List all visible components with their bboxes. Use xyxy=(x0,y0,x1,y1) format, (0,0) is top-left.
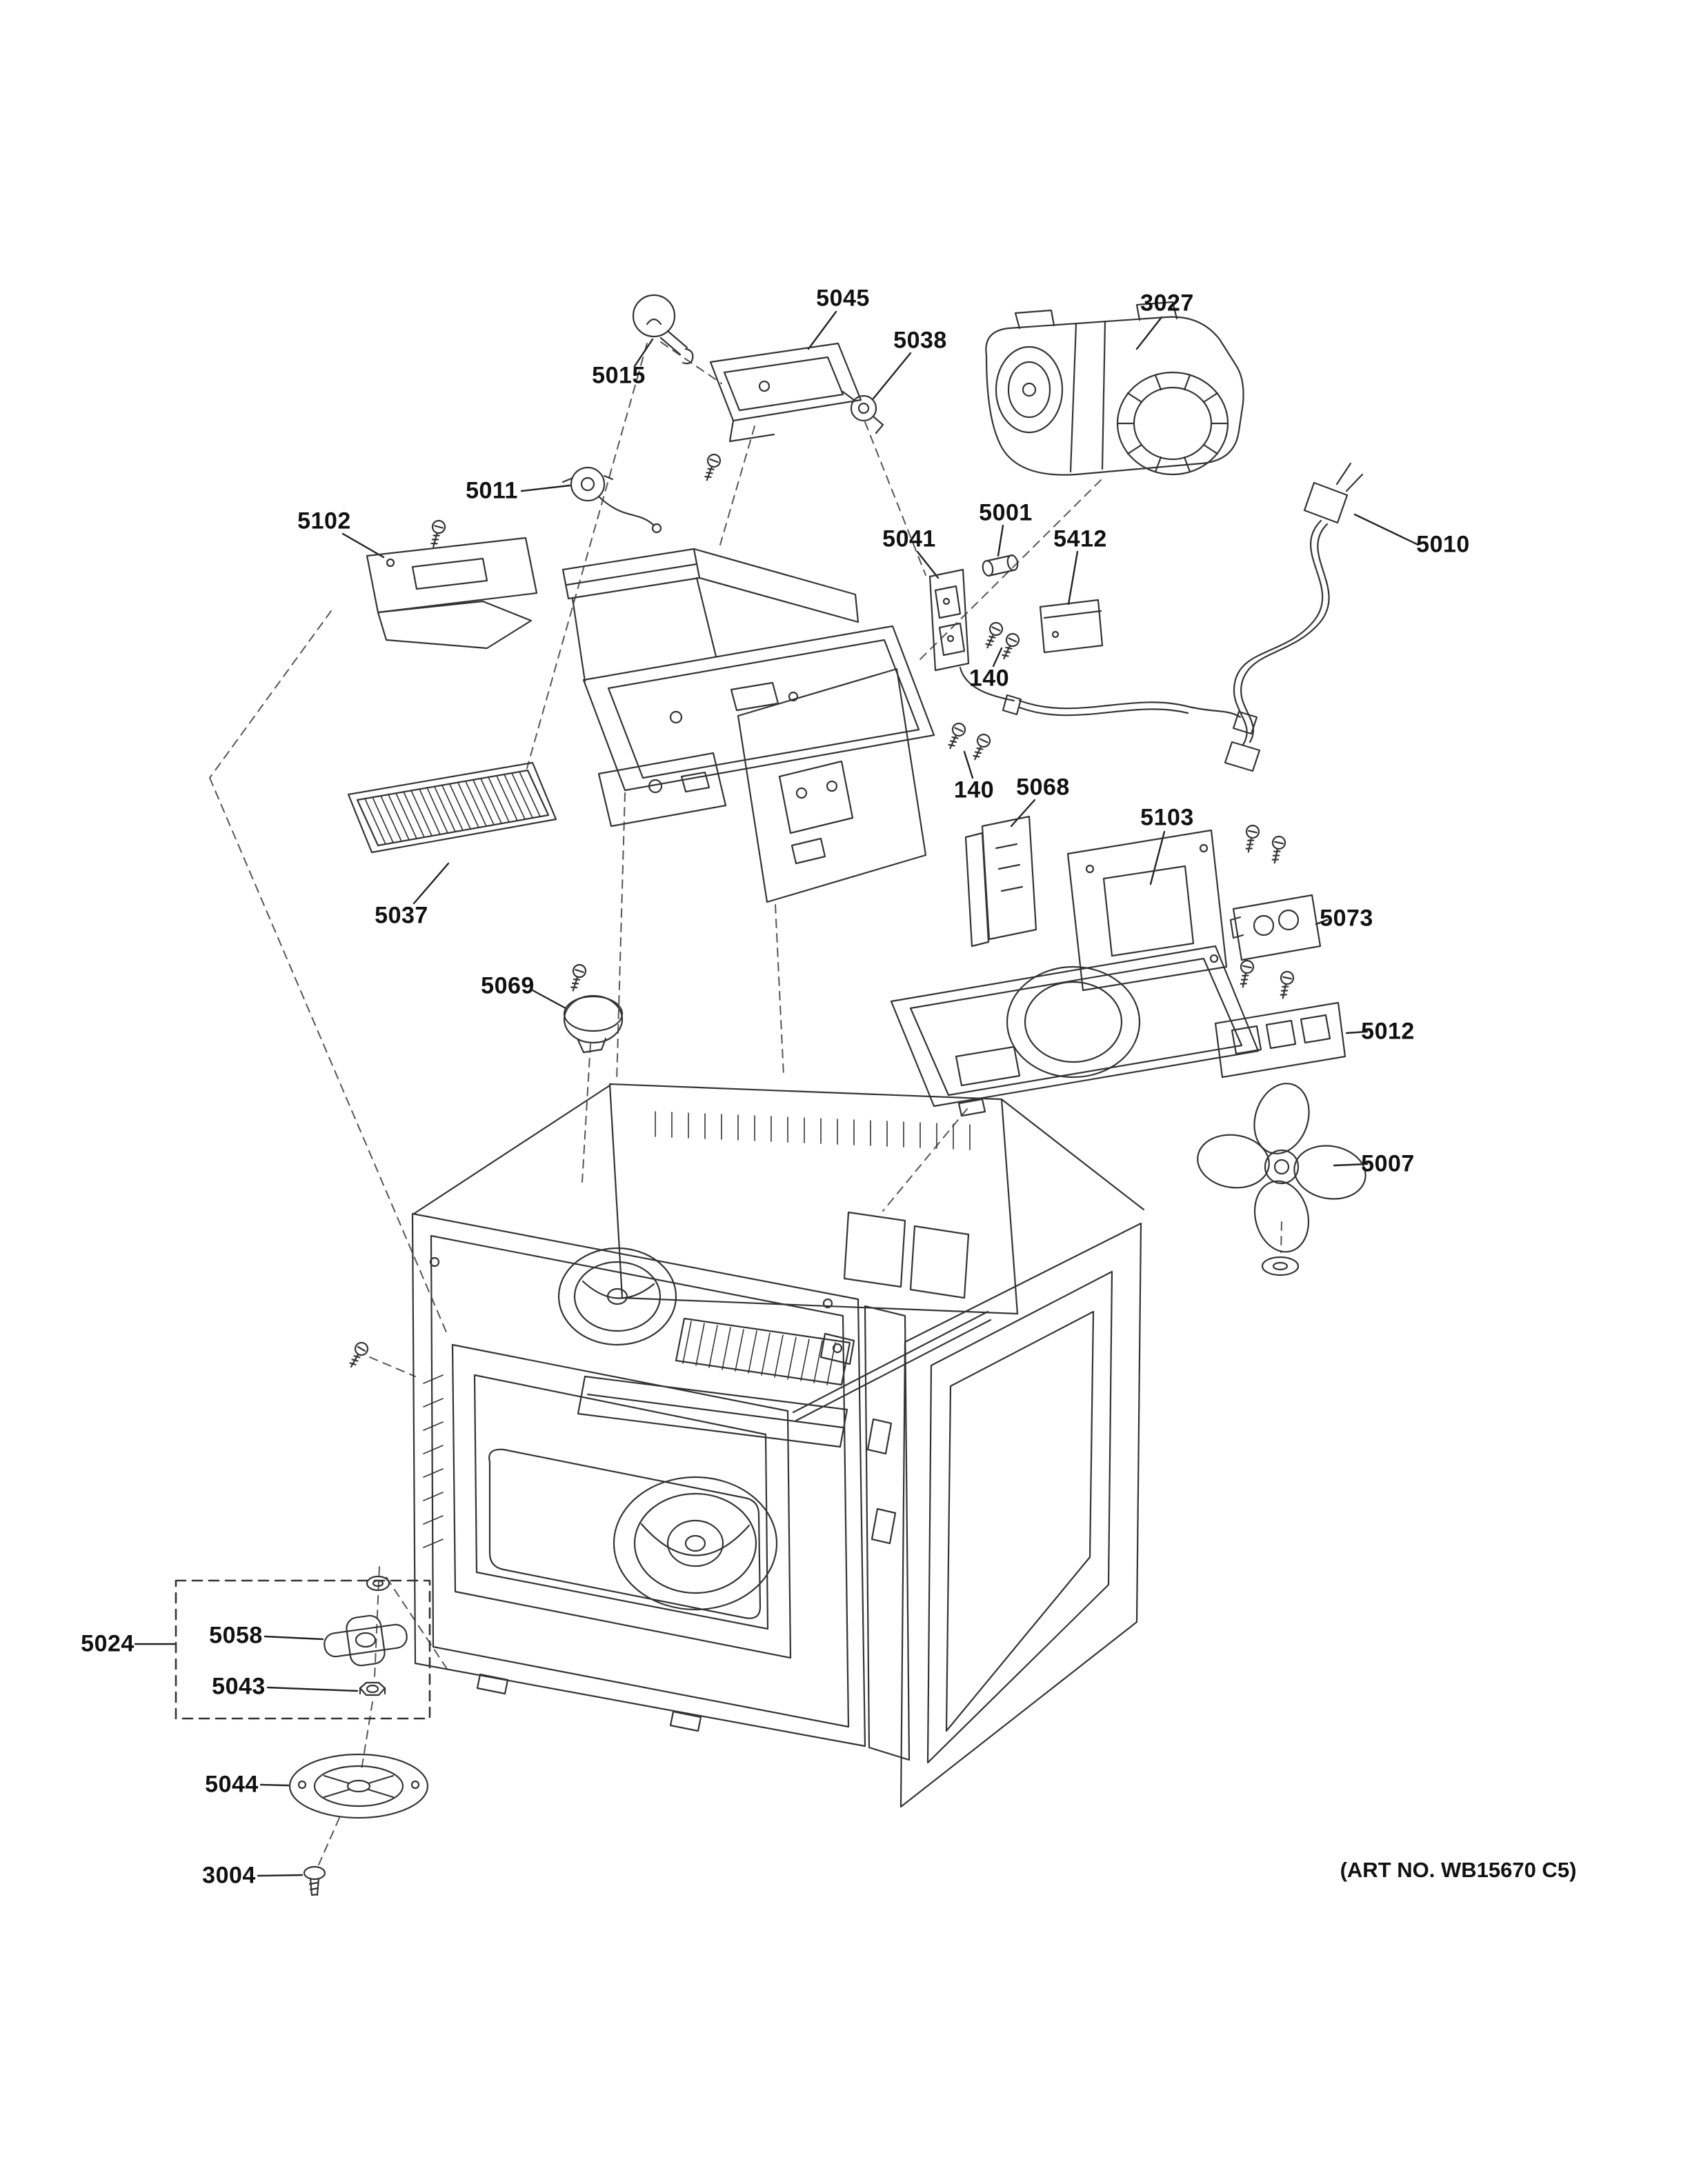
wire-harness-drawing xyxy=(1002,694,1258,735)
base-tray-drawing xyxy=(890,945,1260,1117)
fan-blade-drawing xyxy=(1197,1083,1366,1276)
coupler-group-drawing xyxy=(175,1575,431,1896)
part-label-5058: 5058 xyxy=(209,1622,263,1649)
part-label-3027: 3027 xyxy=(1140,290,1194,317)
part-label-140: 140 xyxy=(953,777,995,803)
power-panel-drawing xyxy=(1066,829,1228,992)
projection-lines xyxy=(209,341,1282,1865)
interlock-bracket-drawing xyxy=(928,568,1015,702)
part-label-5007: 5007 xyxy=(1361,1150,1415,1177)
spacer-drawing xyxy=(982,554,1019,577)
terminal-block-drawing xyxy=(1214,1001,1346,1079)
part-label-5001: 5001 xyxy=(979,499,1033,526)
part-label-5103: 5103 xyxy=(1140,804,1194,831)
control-bracket-drawing xyxy=(366,537,538,650)
part-label-5012: 5012 xyxy=(1361,1018,1415,1045)
lamp-socket-drawing xyxy=(842,390,884,434)
leader-lines xyxy=(134,310,1420,1877)
humidity-sensor-drawing xyxy=(563,994,624,1054)
part-label-5010: 5010 xyxy=(1416,531,1470,558)
latch-assembly-drawing xyxy=(1229,894,1322,961)
door-drawing xyxy=(899,1222,1142,1808)
upper-chassis-frame-drawing xyxy=(561,548,935,903)
capacitor-box-drawing xyxy=(1039,599,1104,654)
oven-body-drawing xyxy=(411,1083,1145,1761)
part-label-5068: 5068 xyxy=(1016,774,1070,801)
art-number: (ART NO. WB15670 C5) xyxy=(1340,1858,1577,1882)
part-label-140: 140 xyxy=(968,665,1010,692)
lamp-housing-drawing xyxy=(709,342,862,443)
part-label-5011: 5011 xyxy=(466,477,518,504)
part-label-5043: 5043 xyxy=(212,1673,266,1700)
light-bulb-drawing xyxy=(632,294,694,365)
power-cord-drawing xyxy=(1224,462,1364,772)
part-label-3004: 3004 xyxy=(202,1862,256,1889)
thermostat-drawing xyxy=(561,466,662,534)
part-label-5045: 5045 xyxy=(816,285,870,312)
part-label-5073: 5073 xyxy=(1320,905,1373,932)
screw-icons xyxy=(345,452,1295,1371)
part-label-5102: 5102 xyxy=(297,508,351,534)
part-label-5037: 5037 xyxy=(375,902,428,929)
part-label-5024: 5024 xyxy=(81,1630,135,1657)
smart-board-drawing xyxy=(964,815,1037,948)
part-label-5038: 5038 xyxy=(893,327,947,354)
blower-assembly-drawing xyxy=(985,301,1244,476)
part-label-5069: 5069 xyxy=(481,972,535,999)
part-label-5015: 5015 xyxy=(592,362,646,389)
charcoal-filter-drawing xyxy=(347,761,557,854)
part-label-5041: 5041 xyxy=(882,525,936,552)
part-label-5044: 5044 xyxy=(205,1771,259,1798)
part-label-5412: 5412 xyxy=(1053,525,1107,552)
